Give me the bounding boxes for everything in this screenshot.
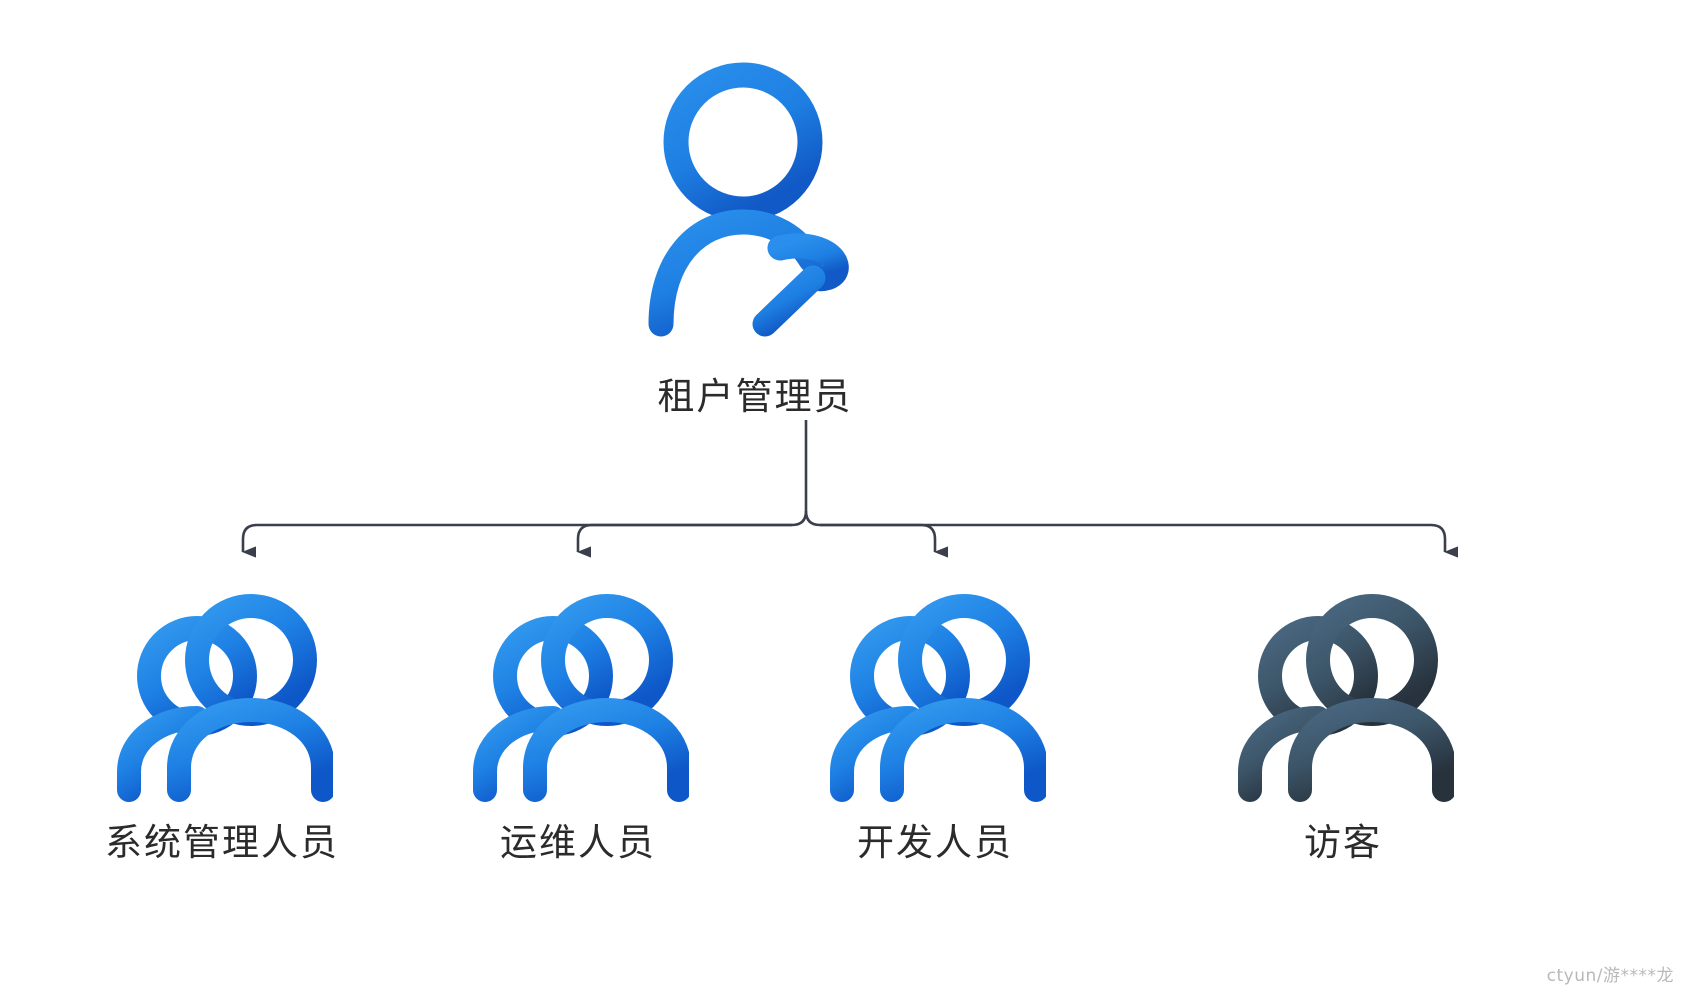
connector-branch-1 <box>241 523 792 558</box>
connector-branch-3 <box>820 523 948 558</box>
user-group-icon <box>1232 586 1456 802</box>
node-label-system-admin: 系统管理人员 <box>105 823 339 864</box>
node-label-guest: 访客 <box>1304 823 1382 864</box>
node-label-developer: 开发人员 <box>857 823 1013 864</box>
user-group-icon <box>467 586 691 802</box>
connector-stem-right <box>804 510 821 527</box>
node-label-tenant-admin: 租户管理员 <box>657 377 853 418</box>
node-developer[interactable]: 开发人员 <box>785 586 1085 866</box>
node-tenant-admin[interactable]: 租户管理员 <box>610 62 900 420</box>
watermark: ctyun/游****龙 <box>1546 966 1674 986</box>
person-with-pointer-icon <box>647 62 863 352</box>
node-system-admin[interactable]: 系统管理人员 <box>72 586 372 866</box>
node-guest[interactable]: 访客 <box>1193 586 1493 866</box>
node-operations[interactable]: 运维人员 <box>428 586 728 866</box>
connector-stem <box>791 420 808 527</box>
user-group-icon <box>824 586 1048 802</box>
user-group-icon <box>111 586 335 802</box>
connector-branch-4 <box>820 523 1458 558</box>
connector-branch-2 <box>576 523 792 558</box>
node-label-operations: 运维人员 <box>500 823 656 864</box>
connector-group <box>241 420 1458 558</box>
